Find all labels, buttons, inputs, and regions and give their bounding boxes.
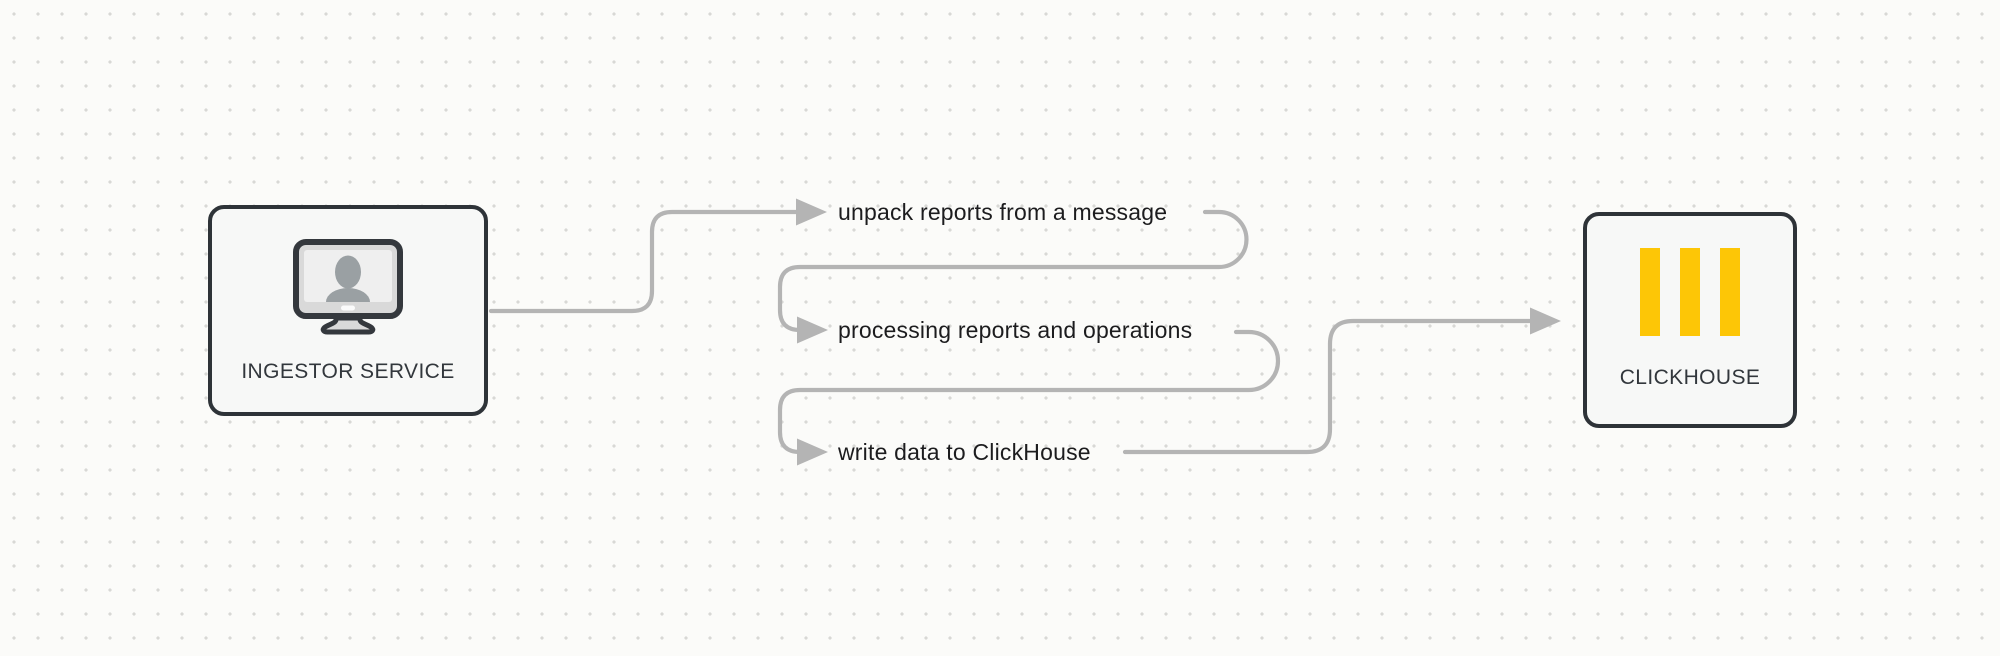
connector-step2-to-step3 [777, 329, 1281, 455]
arrowhead-icon [796, 198, 827, 226]
clickhouse-label: CLICKHOUSE [1619, 366, 1761, 389]
monitor-user-icon [293, 239, 403, 340]
ingestor-service-label: INGESTOR SERVICE [241, 360, 455, 383]
arrowhead-icon [1530, 307, 1561, 335]
step-label-unpack-reports[interactable]: unpack reports from a message [838, 199, 1168, 225]
connector-ingestor-to-step1 [488, 209, 801, 314]
node-clickhouse[interactable]: CLICKHOUSE [1583, 212, 1797, 428]
node-ingestor-service[interactable]: INGESTOR SERVICE [208, 205, 488, 416]
connector-step1-to-step2 [777, 209, 1249, 333]
step-label-processing-reports[interactable]: processing reports and operations [838, 317, 1193, 343]
step-label-write-data[interactable]: write data to ClickHouse [838, 439, 1091, 465]
clickhouse-bars-icon [1640, 248, 1740, 341]
arrowhead-icon [797, 438, 828, 466]
arrowhead-icon [797, 316, 828, 344]
